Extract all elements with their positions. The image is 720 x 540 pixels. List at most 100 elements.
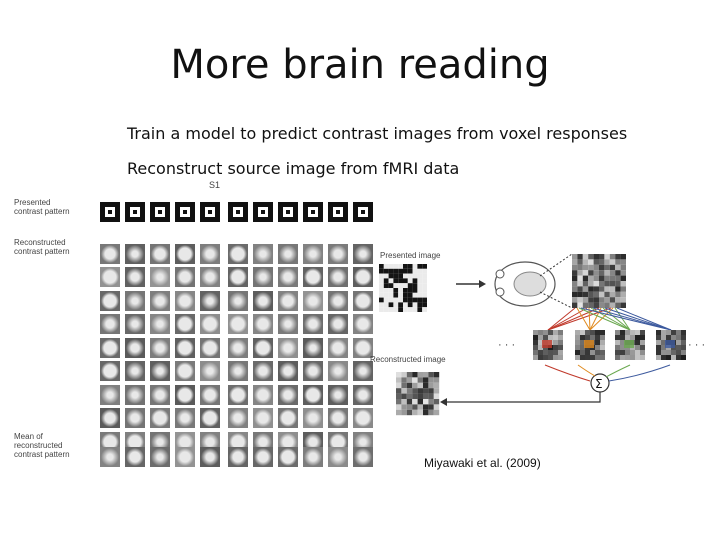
reconstructed-pattern-tile [278, 314, 298, 334]
mean-pattern-tile [228, 447, 248, 467]
reconstructed-pattern-tile [125, 338, 145, 358]
reconstructed-pattern-tile [303, 244, 323, 264]
reconstructed-pattern-tile [200, 361, 220, 381]
reconstructed-pattern-tile [228, 291, 248, 311]
reconstructed-pattern-tile [100, 338, 120, 358]
subject-label: S1 [209, 180, 221, 190]
mean-pattern-tile [253, 447, 273, 467]
reconstructed-pattern-tile [100, 408, 120, 428]
reconstructed-pattern-tile [228, 314, 248, 334]
decoder-connections [547, 307, 672, 331]
reconstructed-pattern-tile [228, 267, 248, 287]
reconstructed-pattern-tile [353, 267, 373, 287]
reconstructed-pattern-tile [253, 385, 273, 405]
reconstructed-pattern-tile [303, 314, 323, 334]
reconstructed-pattern-tile [278, 338, 298, 358]
reconstructed-pattern-tile [125, 291, 145, 311]
reconstructed-pattern-tile [150, 408, 170, 428]
local-decoders [533, 330, 686, 360]
reconstructed-pattern-tile [228, 338, 248, 358]
reconstructed-pattern-tile [328, 244, 348, 264]
reconstructed-pattern-tile [353, 361, 373, 381]
bullet-2: Reconstruct source image from fMRI data [127, 159, 460, 178]
stimulus-grid [100, 202, 373, 472]
citation: Miyawaki et al. (2009) [424, 456, 541, 470]
reconstructed-pattern-tile [200, 385, 220, 405]
reconstructed-pattern-tile [303, 361, 323, 381]
reconstructed-pattern-tile [328, 267, 348, 287]
reconstructed-pattern-tile [353, 291, 373, 311]
reconstructed-pattern-tile [278, 361, 298, 381]
reconstructed-pattern-tile [125, 244, 145, 264]
svg-text:Σ: Σ [595, 377, 603, 391]
mean-pattern-tile [328, 447, 348, 467]
reconstructed-pattern-tile [125, 267, 145, 287]
mean-pattern-tile [125, 447, 145, 467]
reconstructed-pattern-tile [125, 314, 145, 334]
reconstructed-pattern-tile [228, 361, 248, 381]
reconstructed-pattern-tile [100, 361, 120, 381]
reconstructed-pattern-tile [175, 385, 195, 405]
mean-pattern-tile [303, 447, 323, 467]
model-schematic: · · · · · · Σ [379, 253, 705, 416]
presented-pattern-tile [200, 202, 220, 222]
mean-pattern-tile [100, 447, 120, 467]
presented-pattern-tile [328, 202, 348, 222]
reconstructed-pattern-tile [353, 314, 373, 334]
reconstructed-pattern-tile [175, 408, 195, 428]
local-decoder-image [656, 330, 686, 360]
reconstructed-pattern-tile [353, 408, 373, 428]
reconstructed-pattern-tile [100, 385, 120, 405]
mean-pattern-tile [278, 447, 298, 467]
reconstructed-pattern-tile [175, 267, 195, 287]
reconstructed-pattern-tile [278, 408, 298, 428]
reconstructed-image-label: Reconstructed image [370, 355, 446, 364]
ellipsis-left: · · · [498, 339, 515, 351]
presented-pattern-tile [303, 202, 323, 222]
reconstructed-pattern-tile [278, 291, 298, 311]
mean-pattern-tile [353, 447, 373, 467]
mean-pattern-tile [175, 447, 195, 467]
reconstructed-pattern-tile [200, 244, 220, 264]
reconstructed-image [396, 372, 440, 416]
reconstructed-pattern-tile [150, 385, 170, 405]
reconstructed-pattern-tile [200, 291, 220, 311]
reconstructed-pattern-tile [100, 267, 120, 287]
presented-image [379, 264, 427, 312]
reconstructed-pattern-tile [328, 361, 348, 381]
reconstructed-pattern-tile [150, 361, 170, 381]
reconstructed-pattern-tile [125, 408, 145, 428]
label-presented-contrast: Presented contrast pattern [14, 198, 70, 216]
presented-pattern-tile [253, 202, 273, 222]
reconstructed-pattern-tile [303, 338, 323, 358]
reconstructed-pattern-tile [253, 338, 273, 358]
reconstructed-pattern-tile [200, 408, 220, 428]
reconstructed-pattern-tile [253, 244, 273, 264]
reconstructed-pattern-tile [175, 244, 195, 264]
reconstructed-pattern-tile [328, 408, 348, 428]
reconstructed-pattern-tile [303, 385, 323, 405]
reconstructed-pattern-tile [278, 385, 298, 405]
reconstructed-pattern-tile [100, 314, 120, 334]
reconstructed-pattern-tile [150, 267, 170, 287]
presented-pattern-tile [353, 202, 373, 222]
reconstructed-pattern-tile [175, 361, 195, 381]
reconstructed-pattern-tile [150, 291, 170, 311]
reconstructed-pattern-tile [175, 338, 195, 358]
reconstructed-pattern-tile [328, 291, 348, 311]
reconstructed-pattern-tile [253, 408, 273, 428]
reconstructed-pattern-tile [253, 267, 273, 287]
reconstructed-pattern-tile [353, 338, 373, 358]
reconstructed-pattern-tile [200, 338, 220, 358]
reconstructed-pattern-tile [228, 408, 248, 428]
reconstructed-pattern-tile [100, 291, 120, 311]
presented-pattern-tile [228, 202, 248, 222]
reconstructed-pattern-tile [200, 267, 220, 287]
presented-pattern-tile [100, 202, 120, 222]
reconstructed-pattern-tile [150, 314, 170, 334]
voxel-grid [572, 254, 626, 308]
reconstructed-pattern-tile [175, 291, 195, 311]
presented-pattern-tile [278, 202, 298, 222]
reconstructed-pattern-tile [328, 385, 348, 405]
reconstructed-pattern-tile [353, 385, 373, 405]
